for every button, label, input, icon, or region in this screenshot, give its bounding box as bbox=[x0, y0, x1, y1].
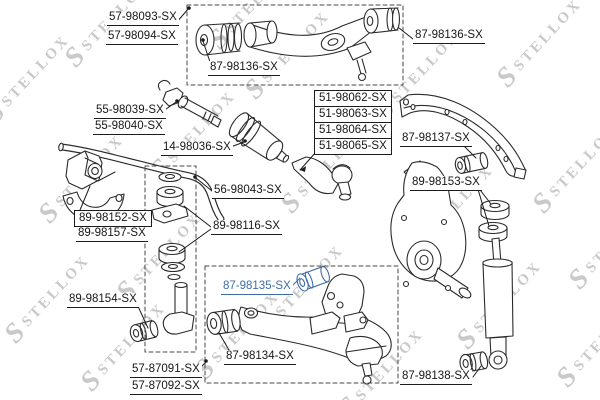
part-label-55-98040[interactable]: 55-98040-SX bbox=[93, 120, 165, 135]
part-label-87-98135[interactable]: 87-98135-SX bbox=[221, 280, 293, 295]
stabilizer-link-drawing bbox=[151, 171, 195, 335]
part-label-89-98116[interactable]: 89-98116-SX bbox=[211, 220, 282, 235]
part-label-51-98064[interactable]: 51-98064-SX bbox=[314, 122, 392, 139]
part-label-87-98136-a[interactable]: 87-98136-SX bbox=[208, 61, 280, 76]
part-label-57-87092[interactable]: 57-87092-SX bbox=[130, 380, 202, 395]
part-label-89-98153[interactable]: 89-98153-SX bbox=[410, 176, 482, 191]
steering-knuckle-drawing bbox=[390, 160, 472, 299]
highlighted-bushing-drawing[interactable] bbox=[295, 265, 332, 293]
part-label-57-98094[interactable]: 57-98094-SX bbox=[106, 30, 178, 45]
inner-tie-rod-drawing bbox=[157, 79, 222, 128]
stabilizer-bushing-drawing bbox=[65, 150, 116, 190]
group-box-lower-arm bbox=[204, 265, 399, 384]
part-label-87-98137[interactable]: 87-98137-SX bbox=[400, 132, 472, 147]
part-label-57-87091[interactable]: 57-87091-SX bbox=[130, 363, 202, 378]
part-label-87-98136-b[interactable]: 87-98136-SX bbox=[413, 29, 485, 44]
part-label-55-98039[interactable]: 55-98039-SX bbox=[94, 104, 166, 119]
part-label-87-98134[interactable]: 87-98134-SX bbox=[224, 350, 296, 365]
steering-boot-drawing bbox=[228, 112, 290, 163]
part-label-51-98063[interactable]: 51-98063-SX bbox=[314, 106, 392, 123]
upper-control-arm-drawing bbox=[195, 7, 401, 82]
part-label-51-98065[interactable]: 51-98065-SX bbox=[314, 138, 392, 155]
part-label-57-98093[interactable]: 57-98093-SX bbox=[107, 11, 179, 26]
outer-tie-rod-end-drawing bbox=[291, 156, 353, 201]
part-label-89-98152[interactable]: 89-98152-SX bbox=[74, 210, 152, 227]
group-box-upper-arm bbox=[186, 4, 404, 86]
part-label-14-98036[interactable]: 14-98036-SX bbox=[161, 141, 233, 156]
spring-bracket-drawing bbox=[399, 93, 527, 180]
shock-grommets-drawing bbox=[478, 199, 510, 243]
lower-control-arm-drawing bbox=[206, 273, 392, 385]
bracket-bushing-drawing bbox=[454, 152, 489, 174]
shock-absorber-drawing bbox=[482, 237, 514, 370]
group-box-stabilizer-link bbox=[144, 165, 197, 353]
part-label-56-98043[interactable]: 56-98043-SX bbox=[212, 184, 284, 199]
leader-dots bbox=[175, 6, 306, 363]
part-label-51-98062[interactable]: 51-98062-SX bbox=[314, 90, 392, 107]
link-bushing-drawing bbox=[129, 319, 159, 343]
part-label-87-98138[interactable]: 87-98138-SX bbox=[400, 370, 472, 385]
part-label-89-98157[interactable]: 89-98157-SX bbox=[76, 227, 148, 242]
group-boxes bbox=[144, 4, 404, 384]
part-label-89-98154[interactable]: 89-98154-SX bbox=[67, 293, 139, 308]
